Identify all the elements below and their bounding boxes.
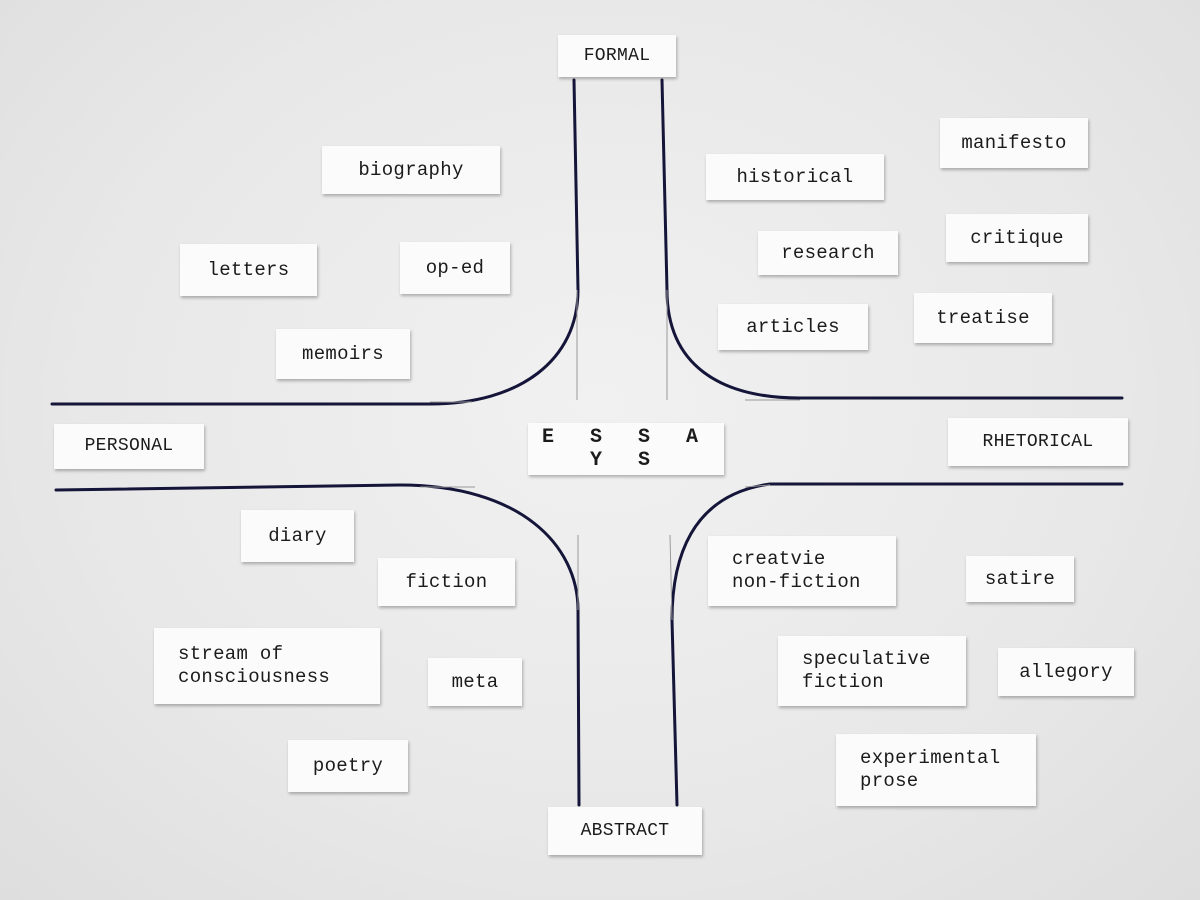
genre-creatvie-non-fiction: creatvie non-fiction <box>708 536 896 606</box>
genre-stream-of-consciousness: stream of consciousness <box>154 628 380 704</box>
road-edge-bottom-right <box>670 482 1124 807</box>
axis-label-formal: FORMAL <box>558 35 676 77</box>
genre-manifesto: manifesto <box>940 118 1088 168</box>
genre-poetry: poetry <box>288 740 408 792</box>
genre-letters: letters <box>180 244 317 296</box>
genre-diary: diary <box>241 510 354 562</box>
axis-label-abstract: ABSTRACT <box>548 807 702 855</box>
genre-historical: historical <box>706 154 884 200</box>
genre-meta: meta <box>428 658 522 706</box>
genre-allegory: allegory <box>998 648 1134 696</box>
genre-research: research <box>758 231 898 275</box>
axis-label-personal: PERSONAL <box>54 424 204 469</box>
road-edge-top-right <box>660 78 1124 400</box>
road-pencil-line <box>744 484 771 488</box>
genre-fiction: fiction <box>378 558 515 606</box>
genre-biography: biography <box>322 146 500 194</box>
genre-experimental-prose: experimental prose <box>836 734 1036 806</box>
genre-articles: articles <box>718 304 868 350</box>
genre-satire: satire <box>966 556 1074 602</box>
center-label-essays: E S S A Y S <box>528 423 724 475</box>
axis-label-rhetorical: RHETORICAL <box>948 418 1128 466</box>
genre-treatise: treatise <box>914 293 1052 343</box>
genre-op-ed: op-ed <box>400 242 510 294</box>
genre-critique: critique <box>946 214 1088 262</box>
genre-memoirs: memoirs <box>276 329 410 379</box>
road-pencil-line <box>669 534 673 621</box>
genre-speculative-fiction: speculative fiction <box>778 636 966 706</box>
